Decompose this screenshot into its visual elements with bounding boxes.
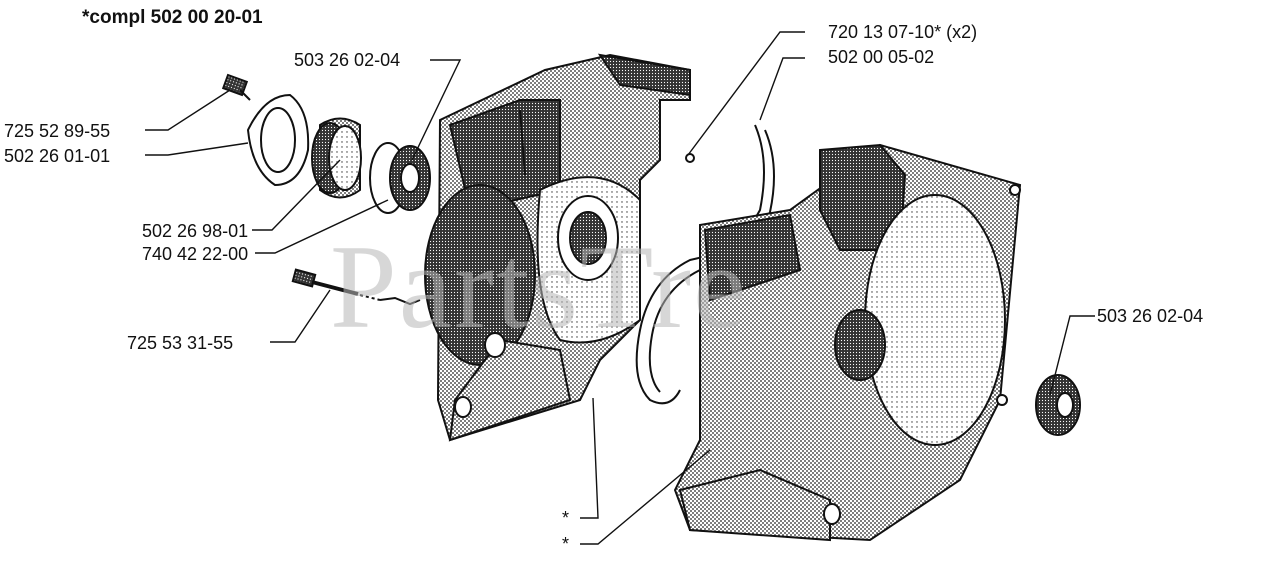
watermark: PartsTre <box>330 220 749 353</box>
right-seal <box>1035 374 1081 436</box>
part-label-502-00-05-02[interactable]: 502 00 05-02 <box>828 47 935 67</box>
assembly-title: *compl 502 00 20-01 <box>82 7 263 28</box>
part-label-503-26-02-04-right[interactable]: 503 26 02-04 <box>1097 306 1204 326</box>
part-label-725-53-31-55[interactable]: 725 53 31-55 <box>127 333 234 353</box>
bearing <box>369 142 431 214</box>
leader-lines <box>145 31 1095 545</box>
part-label-740-42-22-00[interactable]: 740 42 22-00 <box>142 244 249 264</box>
bolt <box>291 268 421 306</box>
asterisk-marker-1: * <box>562 508 570 528</box>
part-label-502-26-98-01[interactable]: 502 26 98-01 <box>142 221 249 241</box>
part-label-725-52-89-55[interactable]: 725 52 89-55 <box>4 121 111 141</box>
part-label-503-26-02-04-left[interactable]: 503 26 02-04 <box>294 50 401 70</box>
right-crankcase-half <box>673 143 1022 542</box>
asterisk-marker-2: * <box>562 534 570 554</box>
retainer-plate <box>246 93 310 187</box>
left-crankcase-half <box>424 53 695 442</box>
seal-ring <box>311 117 362 199</box>
part-label-502-26-01-01[interactable]: 502 26 01-01 <box>4 146 111 166</box>
part-label-720-13-07-10[interactable]: 720 13 07-10* (x2) <box>828 22 978 42</box>
screw-top <box>221 73 251 101</box>
